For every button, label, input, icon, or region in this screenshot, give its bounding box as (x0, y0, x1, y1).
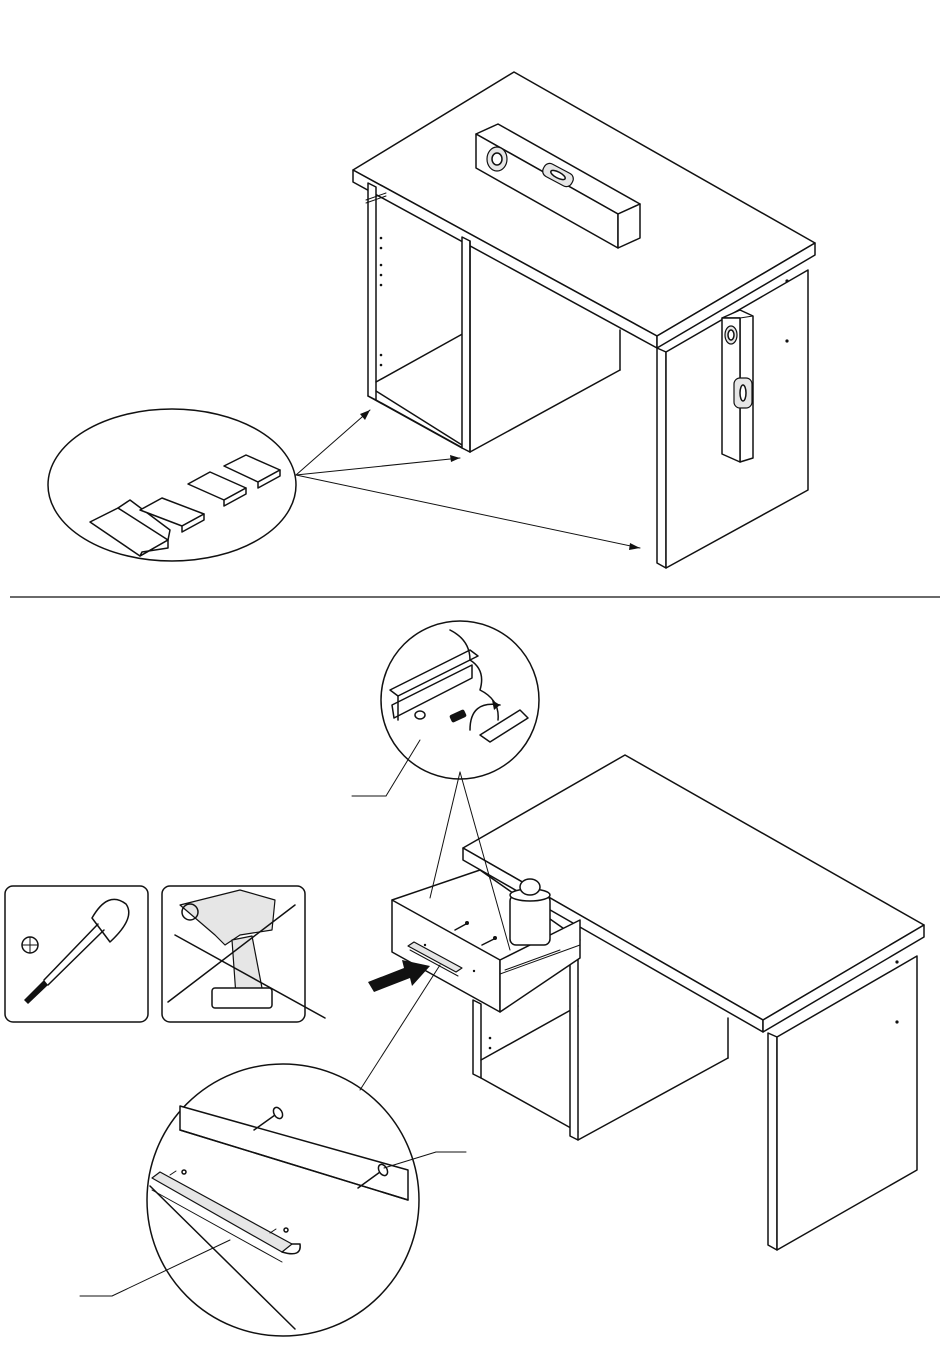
tool-drill-box (162, 886, 325, 1022)
step-top-leveling (48, 72, 815, 568)
push-arrow (368, 960, 430, 992)
spirit-level-vertical (722, 310, 753, 462)
shelf-pin-holes (380, 237, 383, 367)
tool-screwdriver-box (5, 886, 148, 1022)
leveling-wedges (90, 455, 280, 556)
step-bottom-drawer (5, 621, 924, 1336)
wedges-callout (48, 409, 640, 561)
